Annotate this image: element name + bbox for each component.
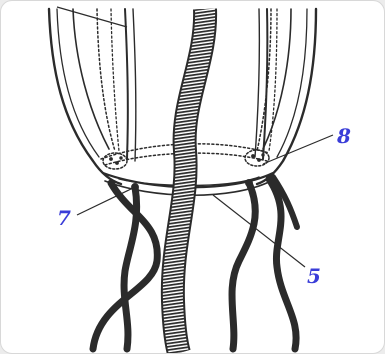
label-5: 5 [307,264,321,288]
label-7: 7 [57,206,71,230]
tentacle-right-inner [232,183,255,349]
label-8: 8 [336,124,351,148]
leader-line-top [57,7,127,27]
leader-line-8 [263,135,333,164]
manubrium [173,9,205,353]
tentacle-right-outer [269,179,296,349]
